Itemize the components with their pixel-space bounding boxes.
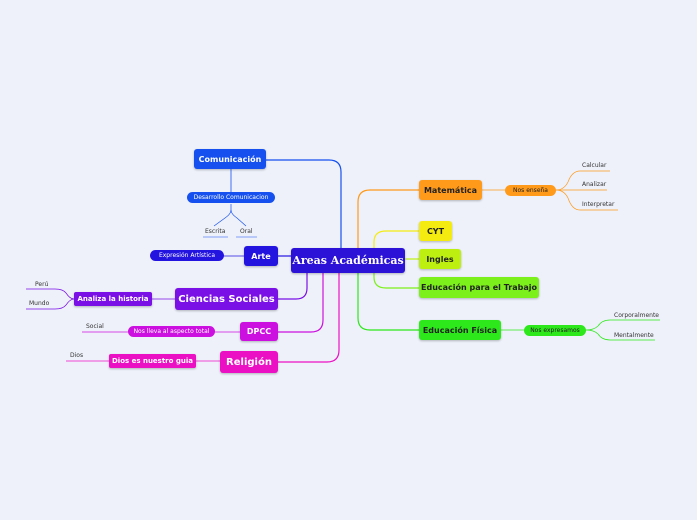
leaf-calcular[interactable]: Calcular bbox=[582, 162, 607, 169]
topic-comunicacion[interactable]: Comunicación bbox=[194, 149, 266, 169]
connector-escrita bbox=[213, 204, 232, 227]
leaf-mentalmente[interactable]: Mentalmente bbox=[614, 332, 654, 339]
topic-educacion-fisica[interactable]: Educación Física bbox=[419, 320, 501, 340]
connector-calcular bbox=[555, 170, 610, 191]
topic-arte[interactable]: Arte bbox=[244, 246, 278, 266]
connector-oral bbox=[230, 209, 247, 227]
subtopic-dios-guia[interactable]: Dios es nuestro guia bbox=[109, 354, 196, 368]
leaf-oral[interactable]: Oral bbox=[240, 228, 253, 235]
leaf-interpretar[interactable]: Interpretar bbox=[582, 201, 615, 208]
topic-ciencias-sociales[interactable]: Ciencias Sociales bbox=[175, 288, 278, 310]
leaf-corporalmente[interactable]: Corporalmente bbox=[614, 312, 659, 319]
connector-interpretar bbox=[555, 189, 618, 211]
leaf-mundo[interactable]: Mundo bbox=[29, 300, 50, 307]
connector-dpcc bbox=[278, 273, 324, 333]
leaf-escrita[interactable]: Escrita bbox=[205, 228, 226, 235]
connector-corporalmente bbox=[585, 319, 660, 331]
subtopic-analiza-historia[interactable]: Analiza la historia bbox=[74, 292, 152, 306]
subtopic-nos-expresamos[interactable]: Nos expresamos bbox=[524, 325, 586, 336]
subtopic-desarrollo-comunicacion[interactable]: Desarrollo Comunicacion bbox=[187, 192, 275, 203]
subtopic-nos-lleva[interactable]: Nos lleva al aspecto total bbox=[128, 326, 215, 337]
subtopic-expresion-artistica[interactable]: Expresión Artística bbox=[150, 250, 224, 261]
topic-educacion-trabajo[interactable]: Educación para el Trabajo bbox=[419, 277, 539, 298]
topic-religion[interactable]: Religión bbox=[220, 351, 278, 373]
leaf-dios[interactable]: Dios bbox=[70, 352, 84, 359]
topic-ingles[interactable]: Ingles bbox=[419, 249, 461, 269]
leaf-social[interactable]: Social bbox=[86, 323, 104, 330]
central-topic[interactable]: Areas Académicas bbox=[291, 248, 405, 273]
connector-ciencias bbox=[278, 273, 308, 300]
leaf-analizar[interactable]: Analizar bbox=[582, 181, 607, 188]
topic-dpcc[interactable]: DPCC bbox=[240, 322, 278, 341]
topic-matematica[interactable]: Matemática bbox=[419, 180, 482, 200]
connector-comunicacion bbox=[266, 159, 342, 248]
subtopic-nos-ensena[interactable]: Nos enseña bbox=[505, 185, 556, 196]
connector-matematica bbox=[357, 189, 419, 248]
leaf-peru[interactable]: Perú bbox=[35, 281, 49, 288]
connector-religion bbox=[278, 273, 340, 363]
connector-trabajo bbox=[373, 273, 419, 289]
connector-mentalmente bbox=[585, 329, 655, 341]
connector-cyt bbox=[373, 230, 419, 248]
connector-fisica bbox=[357, 273, 419, 331]
topic-cyt[interactable]: CYT bbox=[419, 221, 452, 241]
connector-mundo bbox=[26, 298, 75, 310]
connector-peru bbox=[26, 288, 75, 300]
